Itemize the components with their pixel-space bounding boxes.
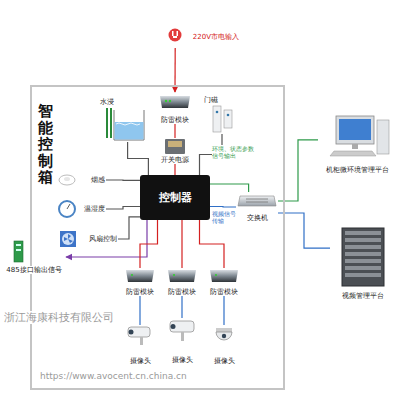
connector [210, 206, 236, 208]
connector [174, 164, 175, 175]
connector [210, 184, 249, 192]
watermark: https://www.avocent.cn.china.cn [40, 371, 187, 382]
camera-icons [128, 321, 232, 345]
network-switch-icon [238, 196, 276, 206]
connector [118, 217, 140, 239]
connector [181, 220, 182, 268]
connector [106, 179, 140, 181]
camera: 摄像头 [162, 318, 202, 364]
power-supply: 开关电源 [155, 138, 195, 164]
surge-module: 防雷模块 [206, 268, 242, 296]
controller: 控制器 [140, 175, 210, 220]
water-sensor: 水浸 [100, 98, 146, 142]
node-label: 防雷模块 [168, 288, 196, 296]
water-sensor-icon [106, 108, 144, 140]
node-label: 交换机 [247, 214, 268, 222]
watermark: 浙江海康科技有限公司 [4, 311, 114, 324]
node-label: 温湿度 [84, 205, 105, 213]
node-label: 控制器 [159, 191, 192, 204]
connector [139, 296, 140, 325]
power-supply-icon [165, 139, 185, 154]
box-title: 智能控制箱 [38, 103, 53, 186]
connector [174, 124, 175, 138]
node-label: 风扇控制 [89, 235, 117, 243]
connector [278, 213, 330, 248]
node-label: 开关电源 [161, 156, 189, 164]
connector [140, 220, 158, 268]
surge-module-icons [126, 270, 238, 282]
rs485-device-icon [14, 241, 23, 262]
video-server-icon [342, 228, 384, 286]
connector [128, 142, 149, 175]
camera: 摄像头 [204, 325, 244, 365]
smoke-detector: 烟感 [58, 172, 106, 188]
node-label: 机柜微环境管理平台 [326, 166, 389, 174]
door-sensor: 门磁 [204, 96, 234, 134]
connector [66, 220, 147, 257]
surge-module: 防雷模块 [155, 92, 195, 124]
node-label: 水浸 [100, 98, 114, 106]
power-plug-icon [169, 29, 182, 42]
surge-module: 防雷模块 [122, 268, 158, 296]
fan-icon [60, 231, 76, 247]
node-label: 视频管理平台 [342, 292, 384, 300]
node-label: 220V市电输入 [193, 33, 239, 41]
node-label: 485接口输出信号 [6, 266, 61, 274]
node-label: 防雷模块 [161, 116, 189, 124]
video-platform: 视频管理平台 [330, 226, 396, 300]
node-label: 摄像头 [130, 357, 151, 365]
node-label: 门磁 [204, 96, 218, 104]
node-label: 烟感 [91, 176, 105, 184]
signal-label: 环境、状态参数信号输出 [212, 145, 258, 159]
computer-icon [330, 116, 389, 156]
environment-platform: 机柜微环境管理平台 [318, 112, 396, 174]
connector [106, 207, 140, 210]
network-switch: 交换机 [236, 192, 278, 222]
surge-module-icon [160, 96, 190, 108]
node-label: 摄像头 [214, 357, 235, 365]
door-sensor-icon [213, 106, 232, 132]
thermo-hygrometer: 温湿度 [58, 200, 106, 218]
camera: 摄像头 [120, 325, 160, 365]
node-label: 摄像头 [172, 356, 193, 364]
node-label: 防雷模块 [210, 288, 238, 296]
connector [200, 220, 225, 268]
rs485-output: 485接口输出信号 [2, 240, 66, 274]
signal-label: 视频信号传输 [212, 210, 237, 224]
smoke-detector-icon [59, 175, 75, 185]
control-box: 智能控制箱防雷模块水浸门磁开关电源控制器烟感温湿度风扇控制交换机防雷模块防雷模块… [30, 85, 285, 390]
connector [223, 296, 224, 325]
thermo-hygrometer-icon [59, 201, 75, 217]
node-label: 防雷模块 [126, 288, 154, 296]
fan-control: 风扇控制 [58, 230, 118, 248]
power-input: 220V市电输入 [168, 26, 240, 48]
connector [181, 296, 182, 318]
surge-module: 防雷模块 [164, 268, 200, 296]
